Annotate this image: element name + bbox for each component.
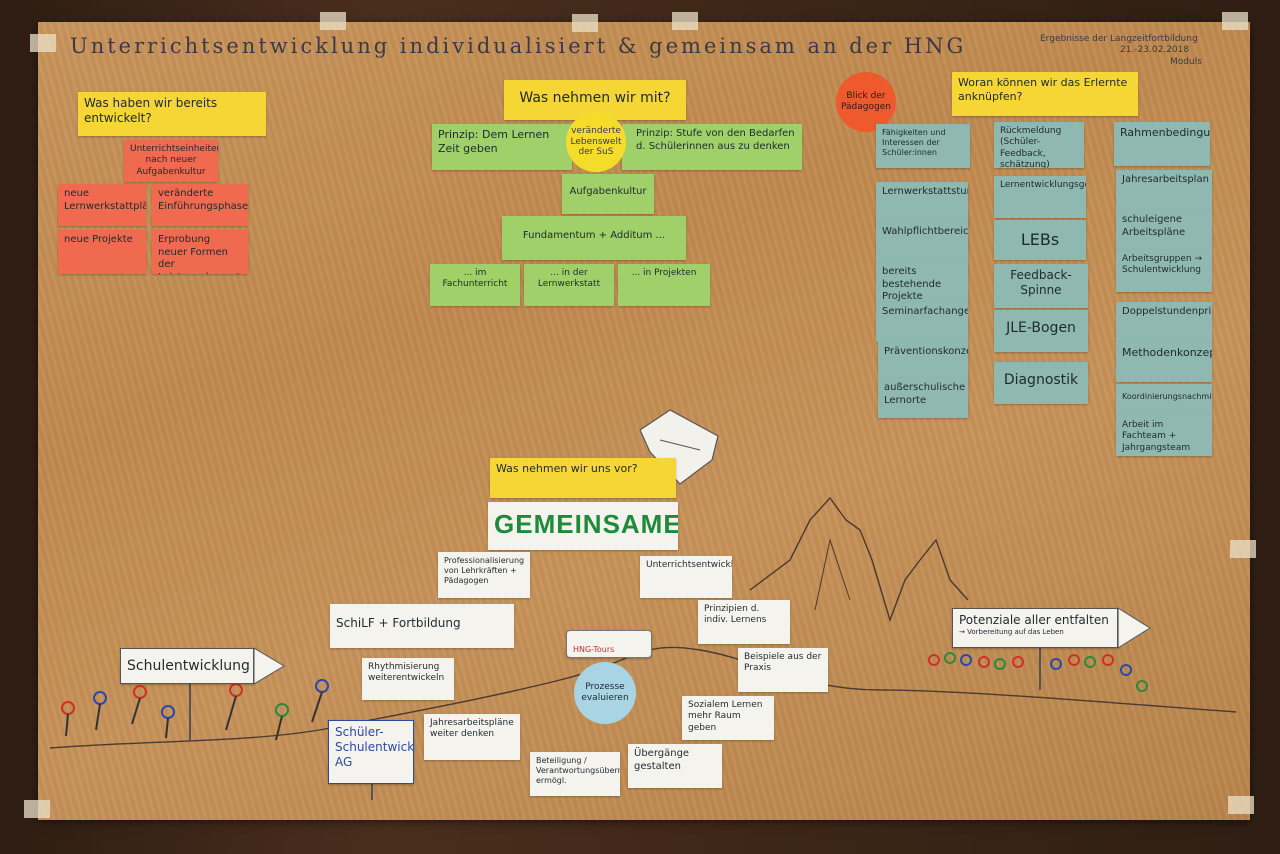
blue-note: Diagnostik (994, 362, 1088, 404)
green-note: Fundamentum + Additum ... (502, 216, 686, 260)
blue-note: Präventionskonzept (878, 342, 968, 378)
blue-note: Methodenkonzept (1116, 342, 1212, 382)
results-date: 21.-23.02.2018 (1120, 45, 1190, 56)
people-figures-left (61, 679, 329, 741)
left-heading-note: Was haben wir bereits entwickelt? (78, 92, 266, 136)
signpost-right: Potenziale aller entfalten → Vorbereitun… (952, 608, 1118, 648)
white-card: Übergänge gestalten (628, 744, 722, 788)
gemeinsam-banner: GEMEINSAME (488, 502, 678, 550)
white-card: Schüler-Schulentwicklungs-AG (328, 720, 414, 784)
red-note: neue Projekte (58, 230, 146, 274)
tape-strip (30, 34, 56, 52)
blue-note: Koordinierungsnachmittag (1116, 384, 1212, 416)
blue-note: Fähigkeiten und Interessen der Schüler:i… (876, 124, 970, 168)
blue-note: Arbeitsgruppen → Schulentwicklung (1116, 250, 1212, 292)
green-note: Prinzip: Stufe von den Bedarfen d. Schül… (622, 124, 802, 170)
blue-note: Rückmeldung (Schüler-Feedback, schätzung… (994, 122, 1084, 168)
white-card: Unterrichtsentwicklung (640, 556, 732, 598)
white-card: Rhythmisierung weiterentwickeln (362, 658, 454, 700)
poster-title: Unterrichtsentwicklung individualisiert … (70, 34, 967, 58)
green-note: ... in der Lernwerkstatt (524, 264, 614, 306)
white-card: Beispiele aus der Praxis (738, 648, 828, 692)
results-module: Moduls (1170, 56, 1202, 67)
tape-strip (1230, 540, 1256, 558)
tape-strip (24, 800, 50, 818)
blue-note: Lernwerkstattstunden (876, 182, 968, 226)
results-line: Ergebnisse der Langzeitfortbildung (1040, 34, 1198, 44)
white-card: SchiLF + Fortbildung (330, 604, 514, 648)
red-note: veränderte Einführungsphase (152, 184, 248, 226)
book-drawing (639, 409, 719, 485)
green-note: ... in Projekten (618, 264, 710, 306)
yellow-circle-note: veränderte Lebenswelt der SuS (566, 112, 626, 172)
blue-note: bereits bestehende Projekte (876, 262, 968, 302)
green-note: Prinzip: Dem Lernen Zeit geben (432, 124, 572, 170)
white-card: Beteiligung / Verantwortungsübernahme er… (530, 752, 620, 796)
blue-note: schuleigene Arbeitspläne (1116, 210, 1212, 250)
red-note: neue Lernwerkstattpläne (58, 184, 146, 226)
tape-strip (572, 14, 598, 32)
right-heading-note: Woran können wir das Erlernte anknüpfen? (952, 72, 1138, 116)
tape-strip (672, 12, 698, 30)
tape-strip (1228, 796, 1254, 814)
red-note: Unterrichtseinheiten nach neuer Aufgaben… (124, 140, 218, 182)
blue-note: LEBs (994, 220, 1086, 260)
signpost-right-sub: → Vorbereitung auf das Leben (959, 628, 1064, 636)
blue-note: Wahlpflichtbereich (876, 222, 968, 262)
green-note: ... im Fachunterricht (430, 264, 520, 306)
green-note: Aufgabenkultur (562, 174, 654, 214)
signpost-right-label: Potenziale aller entfalten (959, 613, 1109, 627)
blue-note: JLE-Bogen (994, 310, 1088, 352)
blue-note: Jahresarbeitsplan (1116, 170, 1212, 210)
blue-note: Feedback-Spinne (994, 264, 1088, 308)
blue-circle-note: Prozesse evaluieren (574, 662, 636, 724)
white-card: Jahresarbeitspläne weiter denken (424, 714, 520, 760)
bus-drawing: HNG-Tours (566, 630, 652, 658)
blue-note: außerschulische Lernorte (878, 378, 968, 418)
tape-strip (320, 12, 346, 30)
red-note: Erprobung neuer Formen der Leistungsbewe… (152, 230, 248, 274)
blue-note: Doppelstundenprinzip (1116, 302, 1212, 342)
results-caption: Ergebnisse der Langzeitfortbildung 21.-2… (1040, 34, 1250, 68)
people-figures-right (928, 652, 1148, 692)
bottom-question-note: Was nehmen wir uns vor? (490, 458, 676, 498)
signpost-left: Schulentwicklung (120, 648, 254, 684)
blue-note: Rahmenbedingungen (1114, 122, 1210, 166)
white-card: Sozialem Lernen mehr Raum geben (682, 696, 774, 740)
tape-strip (1222, 12, 1248, 30)
orange-circle-note: Blick der Pädagogen (836, 72, 896, 132)
white-card: Professionalisierung von Lehrkräften + P… (438, 552, 530, 598)
blue-note: Lernentwicklungsgespräche (994, 176, 1086, 218)
blue-note: Seminarfachangebot (876, 302, 968, 342)
white-card: Prinzipien d. indiv. Lernens (698, 600, 790, 644)
blue-note: Arbeit im Fachteam + Jahrgangsteam (1116, 416, 1212, 456)
